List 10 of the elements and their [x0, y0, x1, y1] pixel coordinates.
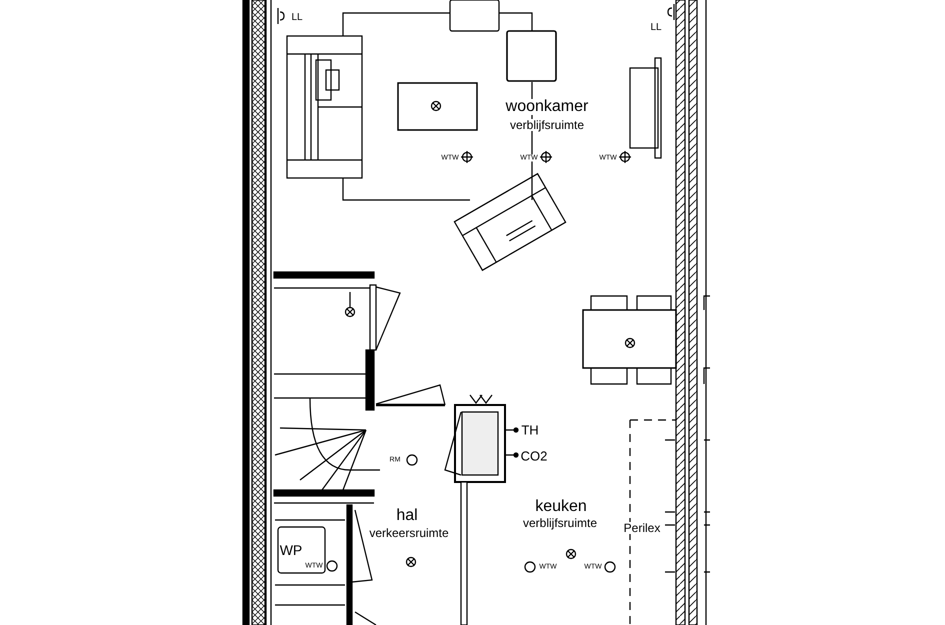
- symbol-label: TH: [521, 424, 539, 436]
- room-function: verblijfsruimte: [510, 119, 584, 131]
- symbol-label: LL: [291, 13, 303, 23]
- symbol-label: WP: [280, 543, 302, 557]
- symbol-label: CO2: [520, 450, 548, 462]
- room-function: verkeersruimte: [369, 527, 449, 539]
- room-function: verblijfsruimte: [523, 517, 597, 529]
- symbol-label: LL: [650, 23, 662, 33]
- symbol-label: Perilex: [624, 522, 660, 534]
- room-name: woonkamer: [506, 99, 588, 115]
